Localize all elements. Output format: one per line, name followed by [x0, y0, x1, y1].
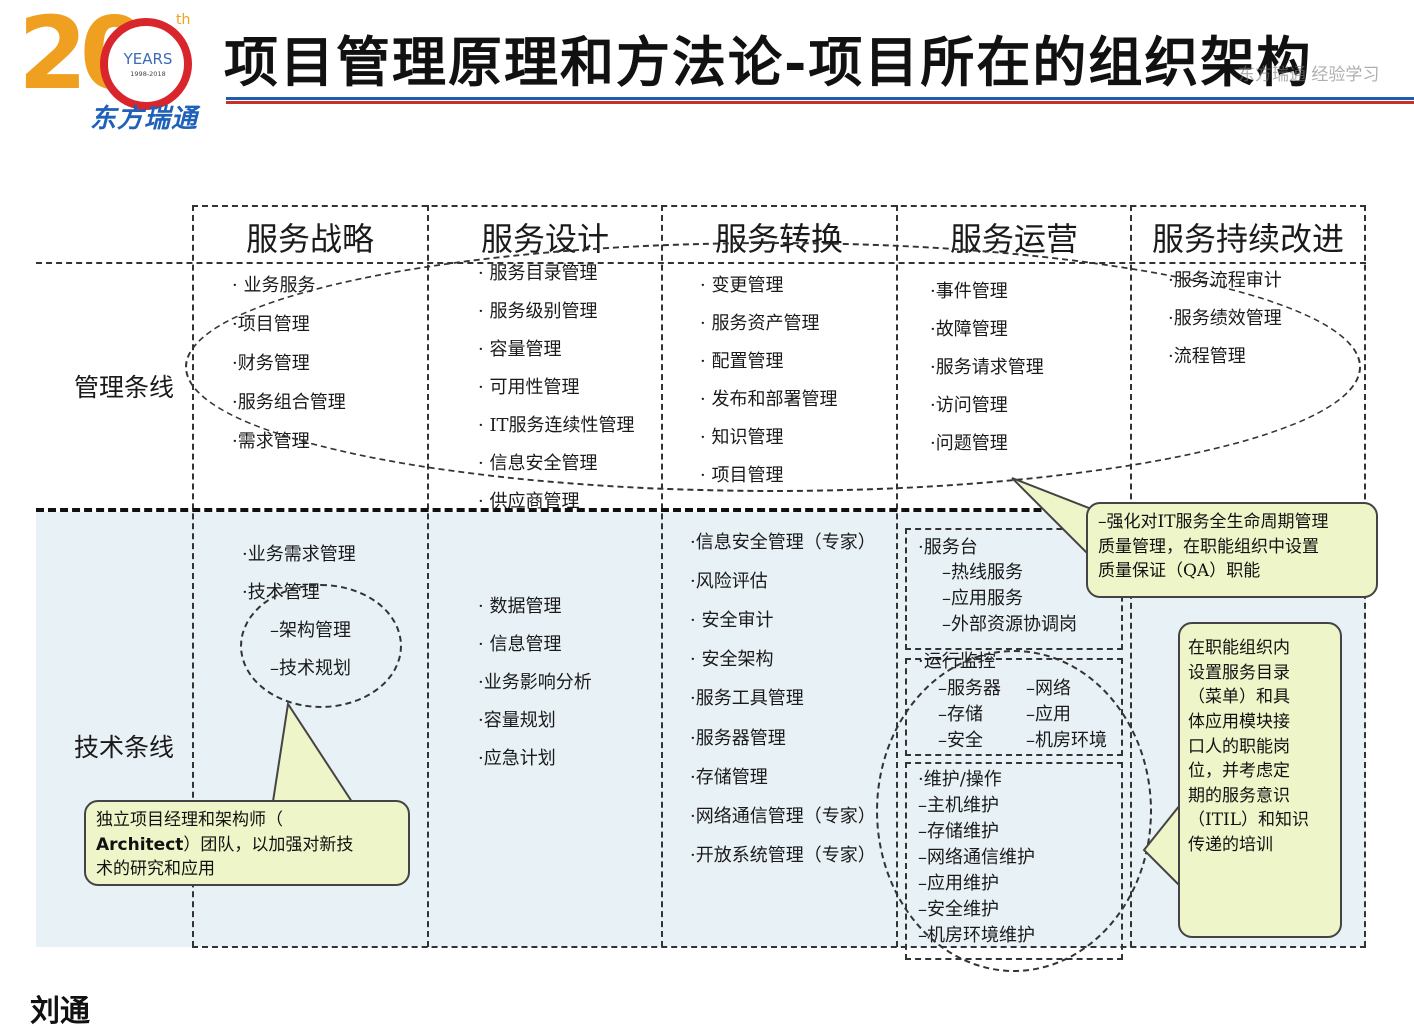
list-item: ·开放系统管理（专家）: [690, 845, 876, 866]
logo-company-name: 东方瑞通: [90, 104, 199, 134]
catalog-callout-line: 位，并考虑定: [1188, 761, 1290, 782]
list-item: ·业务影响分析: [478, 672, 592, 693]
catalog-callout-line: 设置服务目录: [1188, 662, 1290, 683]
list-item: ·应急计划: [478, 748, 556, 769]
row-divider: [36, 508, 1366, 512]
title-rule-red: [226, 101, 1414, 104]
list-item: ·服务工具管理: [690, 688, 804, 709]
signature: 刘通: [30, 994, 90, 1029]
qa-callout-tail: [1011, 477, 1095, 563]
catalog-callout-line: （菜单）和具: [1188, 687, 1290, 708]
list-item: –外部资源协调岗: [942, 614, 1077, 635]
column-header-improvement: 服务持续改进: [1151, 220, 1344, 258]
logo-superscript: th: [176, 12, 191, 28]
logo-ring: [100, 18, 192, 110]
list-item: ·信息安全管理（专家）: [690, 532, 876, 553]
architect-callout: 独立项目经理和架构师（ Architect）团队，以加强对新技 术的研究和应用: [84, 800, 410, 886]
list-item: –应用服务: [942, 588, 1023, 609]
list-item: ·存储管理: [690, 767, 768, 788]
grid-line: [192, 205, 194, 947]
management-ellipse: [185, 242, 1361, 492]
row-label-technical: 技术条线: [74, 733, 175, 762]
list-item: ·服务台: [918, 537, 978, 558]
list-item: · 供应商管理: [478, 491, 580, 512]
tech-management-ellipse: [240, 584, 402, 708]
architect-callout-line: 术的研究和应用: [96, 859, 215, 880]
list-item: ·网络通信管理（专家）: [690, 806, 876, 827]
catalog-callout-line: 传递的培训: [1188, 835, 1273, 856]
catalog-callout-line: 口人的职能岗: [1188, 736, 1290, 757]
watermark: 东方瑞通 经验学习: [1238, 65, 1380, 85]
architect-callout-line: Architect）团队，以加强对新技: [96, 833, 398, 858]
slide-title: 项目管理原理和方法论-项目所在的组织架构: [224, 30, 1313, 94]
catalog-callout-line: 在职能组织内: [1188, 638, 1290, 658]
list-item: ·业务需求管理: [242, 544, 356, 565]
grid-line: [192, 205, 1366, 207]
row-label-management: 管理条线: [74, 373, 175, 402]
list-item: ·服务器管理: [690, 728, 786, 749]
list-item: · 业务服务: [232, 275, 316, 296]
architect-callout-text: ）团队，以加强对新技: [183, 834, 354, 855]
list-item: · 信息管理: [478, 634, 562, 655]
grid-line: [192, 946, 1366, 948]
architect-callout-line: 独立项目经理和架构师（: [96, 810, 283, 830]
catalog-callout-line: （ITIL）和知识: [1188, 810, 1310, 831]
logo-years-range: 1998-2018: [130, 70, 166, 78]
grid-line: [661, 205, 663, 947]
logo: 20 YEARS 1998-2018 th 东方瑞通: [18, 4, 228, 135]
operation-ellipse: [876, 650, 1152, 972]
logo-years: YEARS: [123, 50, 173, 68]
list-item: –热线服务: [942, 562, 1023, 583]
catalog-callout-line: 体应用模块接: [1188, 711, 1290, 732]
qa-callout-line: –强化对IT服务全生命周期管理: [1098, 512, 1329, 532]
column-header-strategy: 服务战略: [245, 220, 374, 258]
grid-line: [427, 205, 429, 947]
list-item: · 安全审计: [690, 610, 774, 631]
architect-term: Architect: [96, 834, 184, 855]
title-rule-blue: [226, 97, 1414, 100]
catalog-callout: 在职能组织内 设置服务目录 （菜单）和具 体应用模块接 口人的职能岗 位，并考虑…: [1178, 622, 1342, 938]
list-item: · 数据管理: [478, 596, 562, 617]
list-item: ·容量规划: [478, 710, 556, 731]
qa-callout-line: 质量保证（QA）职能: [1098, 561, 1261, 582]
catalog-callout-line: 期的服务意识: [1188, 785, 1290, 806]
list-item: · 安全架构: [690, 649, 774, 670]
list-item: ·风险评估: [690, 571, 768, 592]
qa-callout-line: 质量管理，在职能组织中设置: [1098, 536, 1319, 557]
qa-callout: –强化对IT服务全生命周期管理 质量管理，在职能组织中设置 质量保证（QA）职能: [1086, 502, 1378, 598]
grid-line: [896, 205, 898, 947]
architect-callout-tail: [270, 701, 358, 809]
